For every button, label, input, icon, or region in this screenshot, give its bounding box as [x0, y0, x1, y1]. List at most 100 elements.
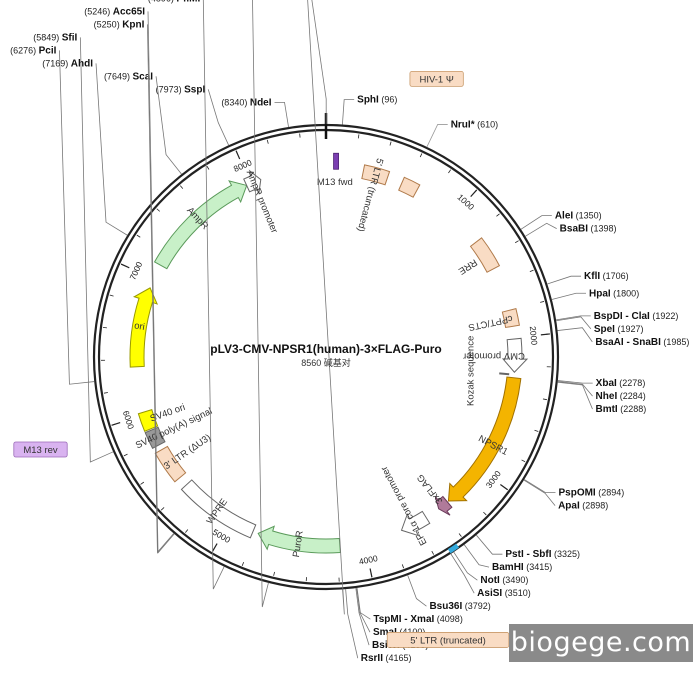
site-name: BsaAI - SnaBI [595, 337, 661, 348]
feature-tags: HIV-1 Ψ5' LTR (truncated)M13 rev [13, 71, 510, 648]
site-label-tspmi-xmai: TspMI - XmaI (4098) [373, 614, 462, 625]
site-label-bmti: BmtI (2288) [595, 404, 646, 415]
site-position: (8340) [221, 97, 250, 107]
tag-hiv-1-: HIV-1 Ψ [409, 71, 464, 87]
site-leader-line [524, 479, 556, 494]
site-label-sspi: (7973) SspI [156, 84, 206, 95]
site-position: (1985) [661, 337, 690, 347]
site-leader-line [311, 0, 327, 125]
feature-cmv-promoter-label: CMV promoter [463, 350, 525, 361]
site-label-nrui-: NruI* (610) [451, 119, 498, 130]
site-label-pspomi: PspOMI (2894) [558, 488, 624, 499]
site-label-hpai: HpaI (1800) [589, 288, 639, 299]
minor-tick [357, 134, 360, 139]
minor-tick [521, 459, 526, 463]
site-name: NheI [596, 391, 618, 402]
feature-ori-label: ori [133, 320, 145, 333]
minor-tick [273, 571, 275, 576]
site-name: BamHI [492, 562, 524, 573]
site-leader-line [95, 63, 128, 236]
minor-tick [123, 453, 128, 457]
site-position: (3490) [500, 575, 529, 585]
feature-5-ltr-truncated [361, 164, 391, 186]
minor-tick [136, 234, 141, 238]
major-tick [235, 150, 241, 160]
tag-m13-rev: M13 rev [13, 441, 68, 458]
site-position: (1800) [611, 288, 640, 298]
site-label-spei: SpeI (1927) [594, 324, 644, 335]
site-position: (3792) [462, 601, 491, 611]
site-position: (1398) [588, 224, 617, 234]
minor-tick [241, 561, 245, 566]
site-name: PstI - SbfI [505, 549, 551, 560]
site-name: RsrII [361, 653, 383, 664]
minor-tick [514, 240, 519, 244]
site-name: AhdI [71, 58, 93, 69]
feature-3-ltr-u3 [154, 445, 187, 483]
site-leader-line [453, 551, 478, 581]
minor-tick [534, 429, 539, 432]
scale-tick-label: 6000 [121, 409, 136, 430]
minor-tick [266, 139, 269, 144]
site-name: PciI [39, 45, 57, 56]
major-tick [120, 263, 130, 269]
watermark-logo: biogege.com [509, 624, 693, 662]
site-position: (1350) [573, 211, 602, 221]
site-name: SphI [357, 95, 379, 106]
site-label-sfii: (5849) SfiI [33, 32, 77, 43]
site-label-bspdi-clai: BspDI - ClaI (1922) [594, 311, 679, 322]
minor-tick [206, 165, 210, 170]
site-position: (7973) [156, 84, 185, 94]
site-leader-line [557, 327, 593, 343]
feature-npsr1 [447, 376, 522, 502]
site-leader-line [147, 11, 175, 554]
kozak-marker [499, 372, 510, 376]
minor-tick [109, 294, 114, 297]
site-name: SmaI [373, 627, 397, 638]
tag-label: M13 rev [23, 445, 58, 456]
minor-tick [102, 326, 107, 329]
site-leader-line [356, 587, 371, 633]
site-name: Acc65I [113, 6, 145, 17]
site-leader-line [202, 0, 225, 590]
feature-3xflag [434, 495, 453, 516]
site-name: AleI [555, 211, 574, 222]
site-name: NdeI [250, 97, 272, 108]
site-label-pflmi: (4896) PflMI [148, 0, 201, 4]
site-leader-line [342, 99, 355, 125]
site-leader-line [407, 575, 427, 607]
tag-box [13, 441, 68, 458]
feature-puror-label: PuroR [291, 530, 306, 558]
major-tick [212, 543, 218, 552]
site-leader-line [547, 275, 582, 285]
restriction-sites: SphI (96)NruI* (610)AleI (1350)BsaBI (13… [10, 0, 689, 664]
site-name: PflMI [176, 0, 200, 4]
plasmid-title: pLV3-CMV-NPSR1(human)-3×FLAG-Puro [210, 342, 441, 356]
major-tick [500, 483, 508, 491]
site-leader-line [155, 76, 182, 175]
feature-segment [398, 176, 421, 198]
site-label-kpni: (5250) KpnI [94, 19, 145, 30]
minor-tick [542, 398, 547, 401]
site-leader-line [475, 534, 503, 555]
minor-tick [389, 141, 392, 146]
feature-puror [257, 525, 341, 554]
site-name: NotI [480, 575, 500, 586]
site-position: (2898) [580, 501, 609, 511]
minor-tick [540, 301, 545, 303]
plasmid-length: 8560 碱基对 [301, 357, 351, 368]
site-position: (2894) [596, 488, 625, 498]
site-name: ScaI [132, 71, 153, 82]
site-label-alei: AleI (1350) [555, 211, 602, 222]
site-label-scai: (7649) ScaI [104, 71, 153, 82]
scale-tick-label: 5000 [211, 527, 233, 545]
site-leader-line [450, 553, 475, 594]
site-position: (3325) [552, 549, 581, 559]
minor-tick [496, 213, 500, 217]
site-label-nhei: NheI (2284) [596, 391, 646, 402]
site-label-bamhi: BamHI (3415) [492, 562, 552, 573]
feature-cppt-cts [501, 307, 520, 329]
site-label-asisi: AsiSI (3510) [477, 588, 531, 599]
feature-rre-label: RRE [456, 256, 479, 276]
